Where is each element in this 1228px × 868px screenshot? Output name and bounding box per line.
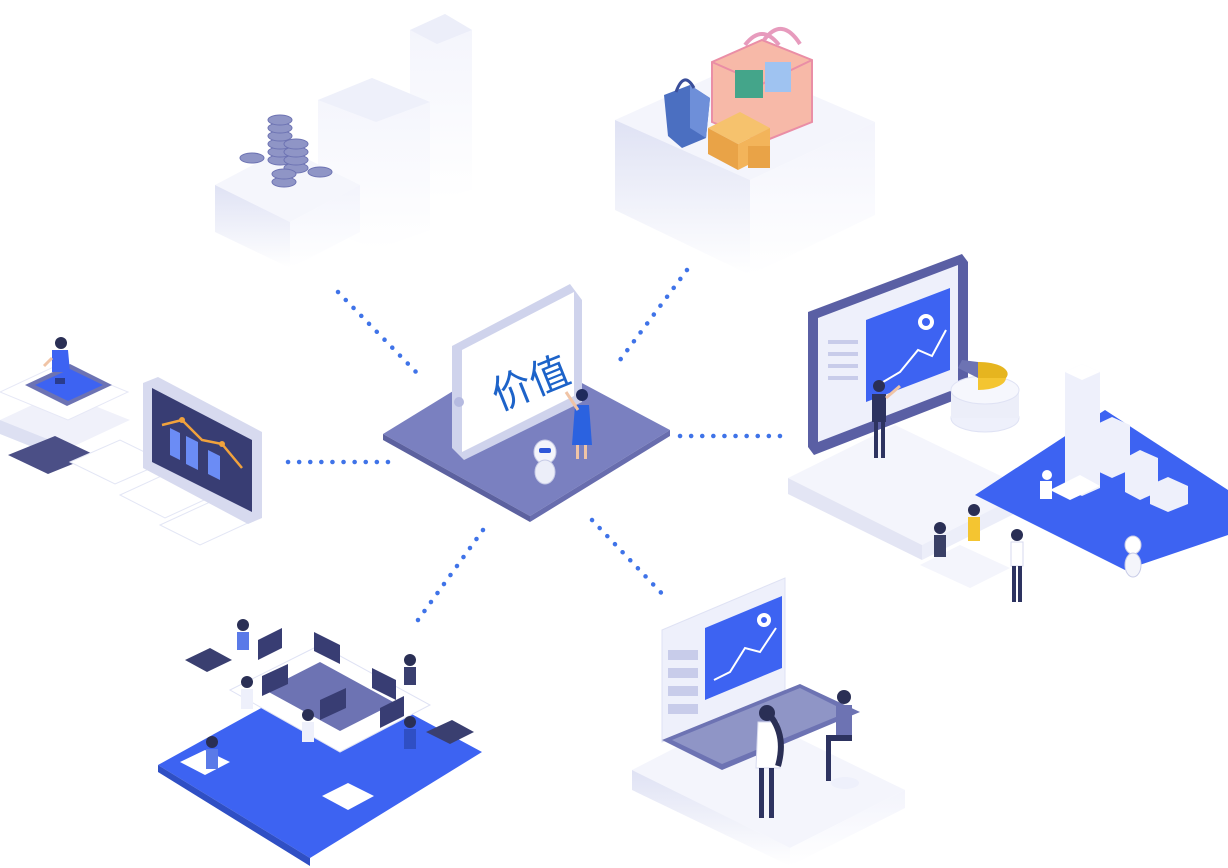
robot-icon [1124,535,1142,578]
value-hub: 价值 [383,284,670,522]
people-group-icon [206,619,416,769]
person-icon [42,337,70,372]
connector-shopping [617,267,690,363]
connector-coins [335,289,419,375]
presenter-woman-icon [564,389,592,459]
designer-man-icon [826,690,859,789]
blue-floor [975,410,1228,570]
chart-monitor-icon [143,377,262,524]
connector-lines [285,267,791,623]
data-monitor-node [0,337,262,546]
shopping-bag-icon [664,78,710,148]
shopping-node [615,27,875,275]
dashboard-screen-icon [808,254,968,455]
cardboard-box-icon [708,112,770,170]
office-team-node [158,619,482,866]
people-group-icon [920,470,1100,602]
finance-coins-node [215,14,472,268]
tablet-icon: 价值 [452,284,582,460]
desk-monitors-icon [258,628,404,728]
robot-icon [533,439,557,485]
connector-office [415,527,486,623]
analytics-board-node [788,254,1228,602]
connector-designers [589,517,671,603]
presenter-man-icon [872,380,901,458]
designer-woman-icon [755,705,784,818]
ui-mockup-screen-icon [661,577,786,743]
ui-designers-node [632,577,905,866]
pie-chart-icon [950,360,1020,433]
bar-blocks-icon [1065,364,1188,512]
coin-stacks-icon [239,114,333,188]
